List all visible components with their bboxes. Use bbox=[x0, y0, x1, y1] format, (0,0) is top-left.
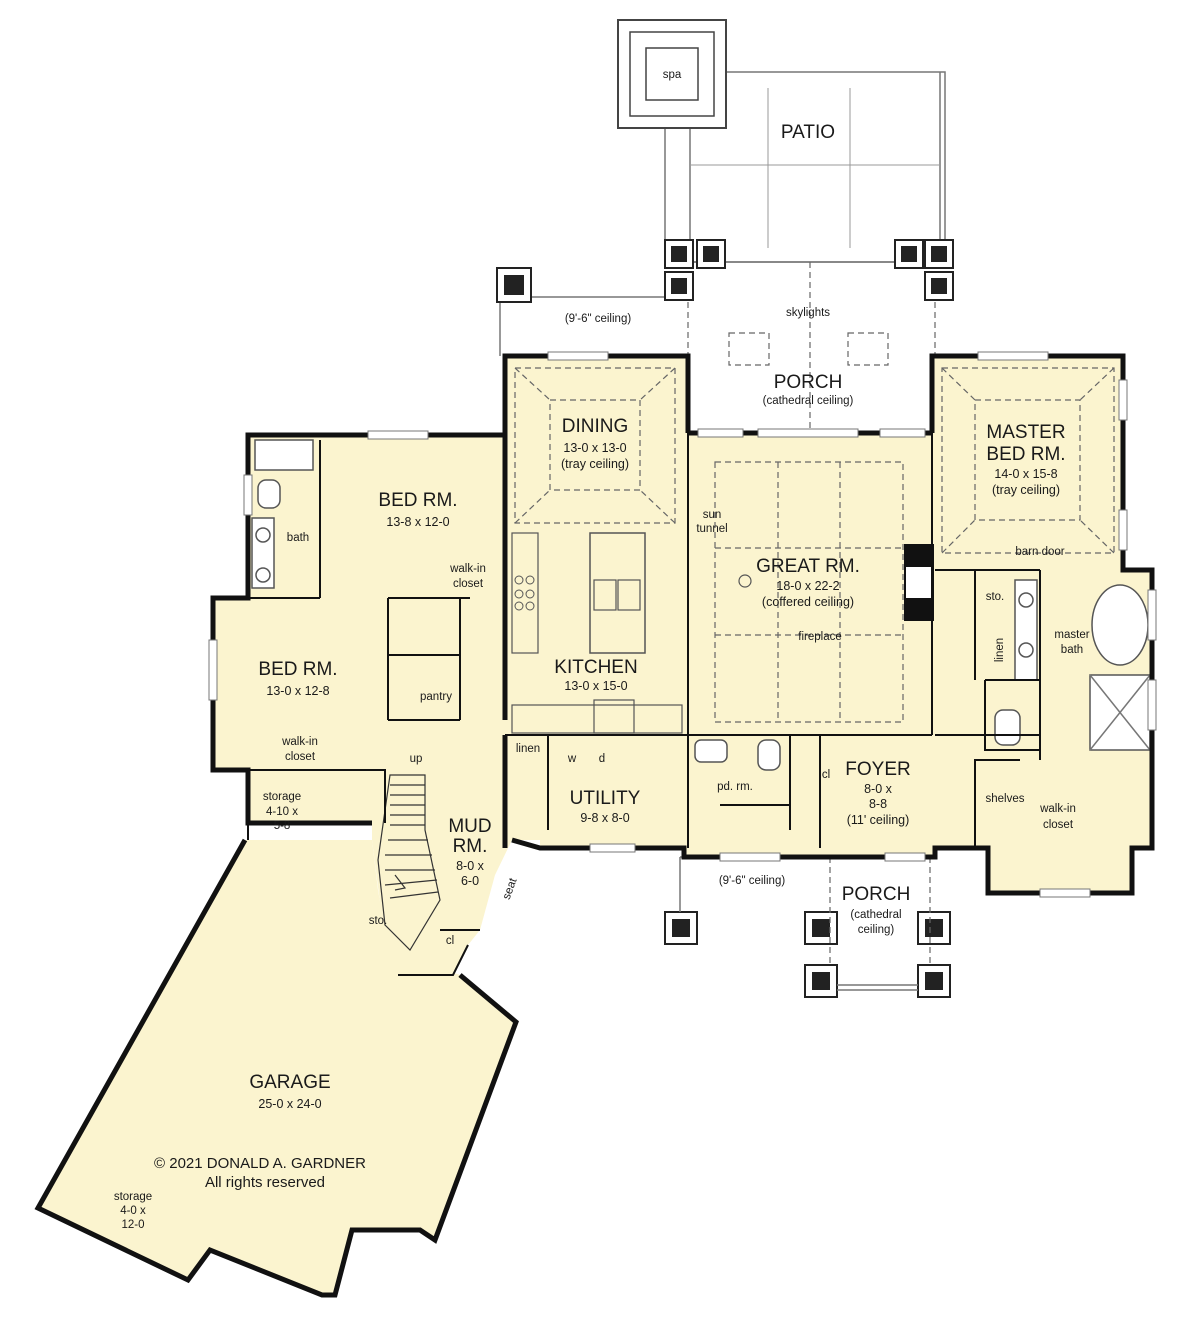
walls bbox=[34, 353, 1155, 1298]
sto2-label: sto. bbox=[369, 915, 388, 927]
windows bbox=[208, 351, 1157, 898]
bed1-label: BED RM. bbox=[378, 490, 457, 511]
walkin2-line2: closet bbox=[285, 751, 316, 763]
pantry-label: pantry bbox=[420, 691, 452, 703]
mud-cl: cl bbox=[446, 935, 454, 947]
rear-porch-ceiling: (9'-6" ceiling) bbox=[565, 313, 632, 325]
master-dims: 14-0 x 15-8 bbox=[994, 467, 1057, 481]
spa-label: spa bbox=[663, 69, 682, 81]
bath-fixtures bbox=[251, 439, 1151, 771]
storage2-line1: storage bbox=[114, 1191, 152, 1203]
master-label-2: BED RM. bbox=[986, 444, 1065, 465]
master-bath-sto: sto. bbox=[986, 591, 1005, 603]
walkin2-line1: walk-in bbox=[281, 736, 318, 748]
mud-seat: seat bbox=[501, 876, 520, 901]
patio-area bbox=[617, 19, 946, 263]
walkin3-line1: walk-in bbox=[1039, 803, 1076, 815]
powder-label: pd. rm. bbox=[717, 781, 753, 793]
master-label-1: MASTER bbox=[986, 422, 1065, 443]
rear-porch-label: PORCH bbox=[774, 372, 843, 393]
foyer-note: (11' ceiling) bbox=[847, 813, 910, 827]
front-porch-note-2: ceiling) bbox=[858, 924, 895, 936]
mud-label-1: MUD bbox=[448, 816, 491, 837]
storage1-line1: storage bbox=[263, 791, 301, 803]
master-note: (tray ceiling) bbox=[992, 483, 1060, 497]
porch-columns bbox=[496, 239, 954, 998]
room-labels: spa PATIO (9'-6" ceiling) skylights PORC… bbox=[114, 69, 1090, 1231]
great-label: GREAT RM. bbox=[756, 556, 860, 577]
copyright-line1: © 2021 DONALD A. GARDNER bbox=[154, 1155, 366, 1172]
great-dims: 18-0 x 22-2 bbox=[776, 579, 839, 593]
interior-floor bbox=[38, 356, 1152, 1295]
storage1-line3: 5-8 bbox=[274, 820, 291, 832]
garage-label: GARAGE bbox=[249, 1072, 330, 1093]
fireplace-label: fireplace bbox=[798, 631, 841, 643]
dining-note: (tray ceiling) bbox=[561, 457, 629, 471]
storage2-line2: 4-0 x bbox=[120, 1205, 146, 1217]
master-bath-line1: master bbox=[1054, 629, 1089, 641]
storage1-line2: 4-10 x bbox=[266, 806, 298, 818]
rear-porch-note: (cathedral ceiling) bbox=[763, 395, 854, 407]
mud-dims-1: 8-0 x bbox=[456, 859, 485, 873]
utility-dims: 9-8 x 8-0 bbox=[580, 811, 629, 825]
patio-label: PATIO bbox=[781, 122, 835, 143]
kitchen-fixtures bbox=[511, 532, 683, 734]
bed1-dims: 13-8 x 12-0 bbox=[386, 515, 449, 529]
sun-tunnel-line2: tunnel bbox=[696, 523, 727, 535]
foyer-cl: cl bbox=[822, 769, 830, 781]
skylights-label: skylights bbox=[786, 307, 830, 319]
ceiling-details bbox=[514, 367, 1115, 723]
copyright-line2: All rights reserved bbox=[205, 1174, 325, 1191]
front-porch-ceiling: (9'-6" ceiling) bbox=[719, 875, 786, 887]
master-bath-line2: bath bbox=[1061, 644, 1083, 656]
mud-dims-2: 6-0 bbox=[461, 874, 479, 888]
foyer-dims-2: 8-8 bbox=[869, 797, 887, 811]
dining-label: DINING bbox=[562, 416, 629, 437]
utility-label: UTILITY bbox=[570, 788, 641, 809]
great-note: (coffered ceiling) bbox=[762, 595, 854, 609]
master-linen: linen bbox=[994, 638, 1006, 662]
foyer-label: FOYER bbox=[845, 759, 910, 780]
kitchen-dims: 13-0 x 15-0 bbox=[564, 679, 627, 693]
fireplace bbox=[904, 544, 934, 621]
foyer-dims-1: 8-0 x bbox=[864, 782, 893, 796]
stair-up-label: up bbox=[410, 753, 423, 765]
barn-door-label: barn door bbox=[1015, 546, 1064, 558]
bed2-label: BED RM. bbox=[258, 659, 337, 680]
storage2-line3: 12-0 bbox=[121, 1219, 144, 1231]
bed2-dims: 13-0 x 12-8 bbox=[266, 684, 329, 698]
walkin1-line2: closet bbox=[453, 578, 484, 590]
front-porch-note-1: (cathedral bbox=[850, 909, 901, 921]
garage-dims: 25-0 x 24-0 bbox=[258, 1097, 321, 1111]
walkin1-line1: walk-in bbox=[449, 563, 486, 575]
washer-label: w bbox=[567, 753, 577, 765]
linen-label: linen bbox=[516, 743, 540, 755]
shelves-label: shelves bbox=[986, 793, 1025, 805]
bath-label: bath bbox=[287, 532, 309, 544]
front-porch-label: PORCH bbox=[842, 884, 911, 905]
stair bbox=[377, 774, 441, 951]
dryer-label: d bbox=[599, 753, 605, 765]
dining-dims: 13-0 x 13-0 bbox=[563, 441, 626, 455]
mud-label-2: RM. bbox=[453, 836, 488, 857]
walkin3-line2: closet bbox=[1043, 819, 1074, 831]
sun-tunnel-line1: sun bbox=[703, 509, 722, 521]
kitchen-label: KITCHEN bbox=[554, 657, 637, 678]
